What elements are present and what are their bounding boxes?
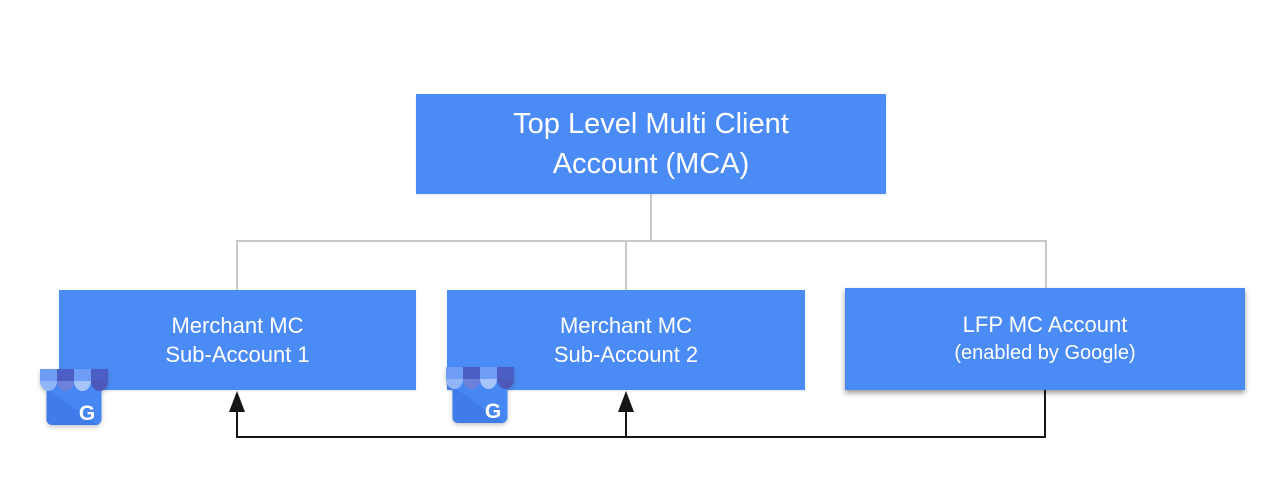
google-g-letter: G [485, 400, 501, 423]
storefront-shade [452, 386, 504, 423]
google-g-letter: G [79, 402, 95, 425]
node-label-line2: (enabled by Google) [954, 342, 1136, 364]
storefront-shade [46, 388, 98, 425]
arrow-up-icon [229, 391, 245, 412]
node-label-line1: Merchant MC [559, 313, 693, 338]
node-top-level-mca: Top Level Multi Client Account (MCA) [416, 94, 886, 194]
lfp-feed-line [236, 390, 1046, 438]
node-label-line2: Sub-Account 1 [165, 342, 310, 367]
node-label-line2: Account (MCA) [552, 148, 750, 180]
node-label-line1: LFP MC Account [962, 312, 1128, 337]
storefront-awning [446, 367, 514, 389]
node-merchant-sub-account-1: Merchant MC Sub-Account 1 [59, 290, 416, 390]
storefront-awning [40, 369, 108, 391]
arrow-up-icon [618, 391, 634, 412]
node-lfp-mc-account: LFP MC Account (enabled by Google) [845, 288, 1245, 390]
tree-connector-lines [236, 193, 1047, 291]
node-label-line1: Merchant MC [171, 313, 304, 338]
google-business-profile-icon: G [446, 367, 514, 423]
node-label-line2: Sub-Account 2 [553, 342, 699, 367]
node-label-line1: Top Level Multi Client [513, 108, 789, 140]
google-business-profile-icon: G [40, 369, 108, 425]
